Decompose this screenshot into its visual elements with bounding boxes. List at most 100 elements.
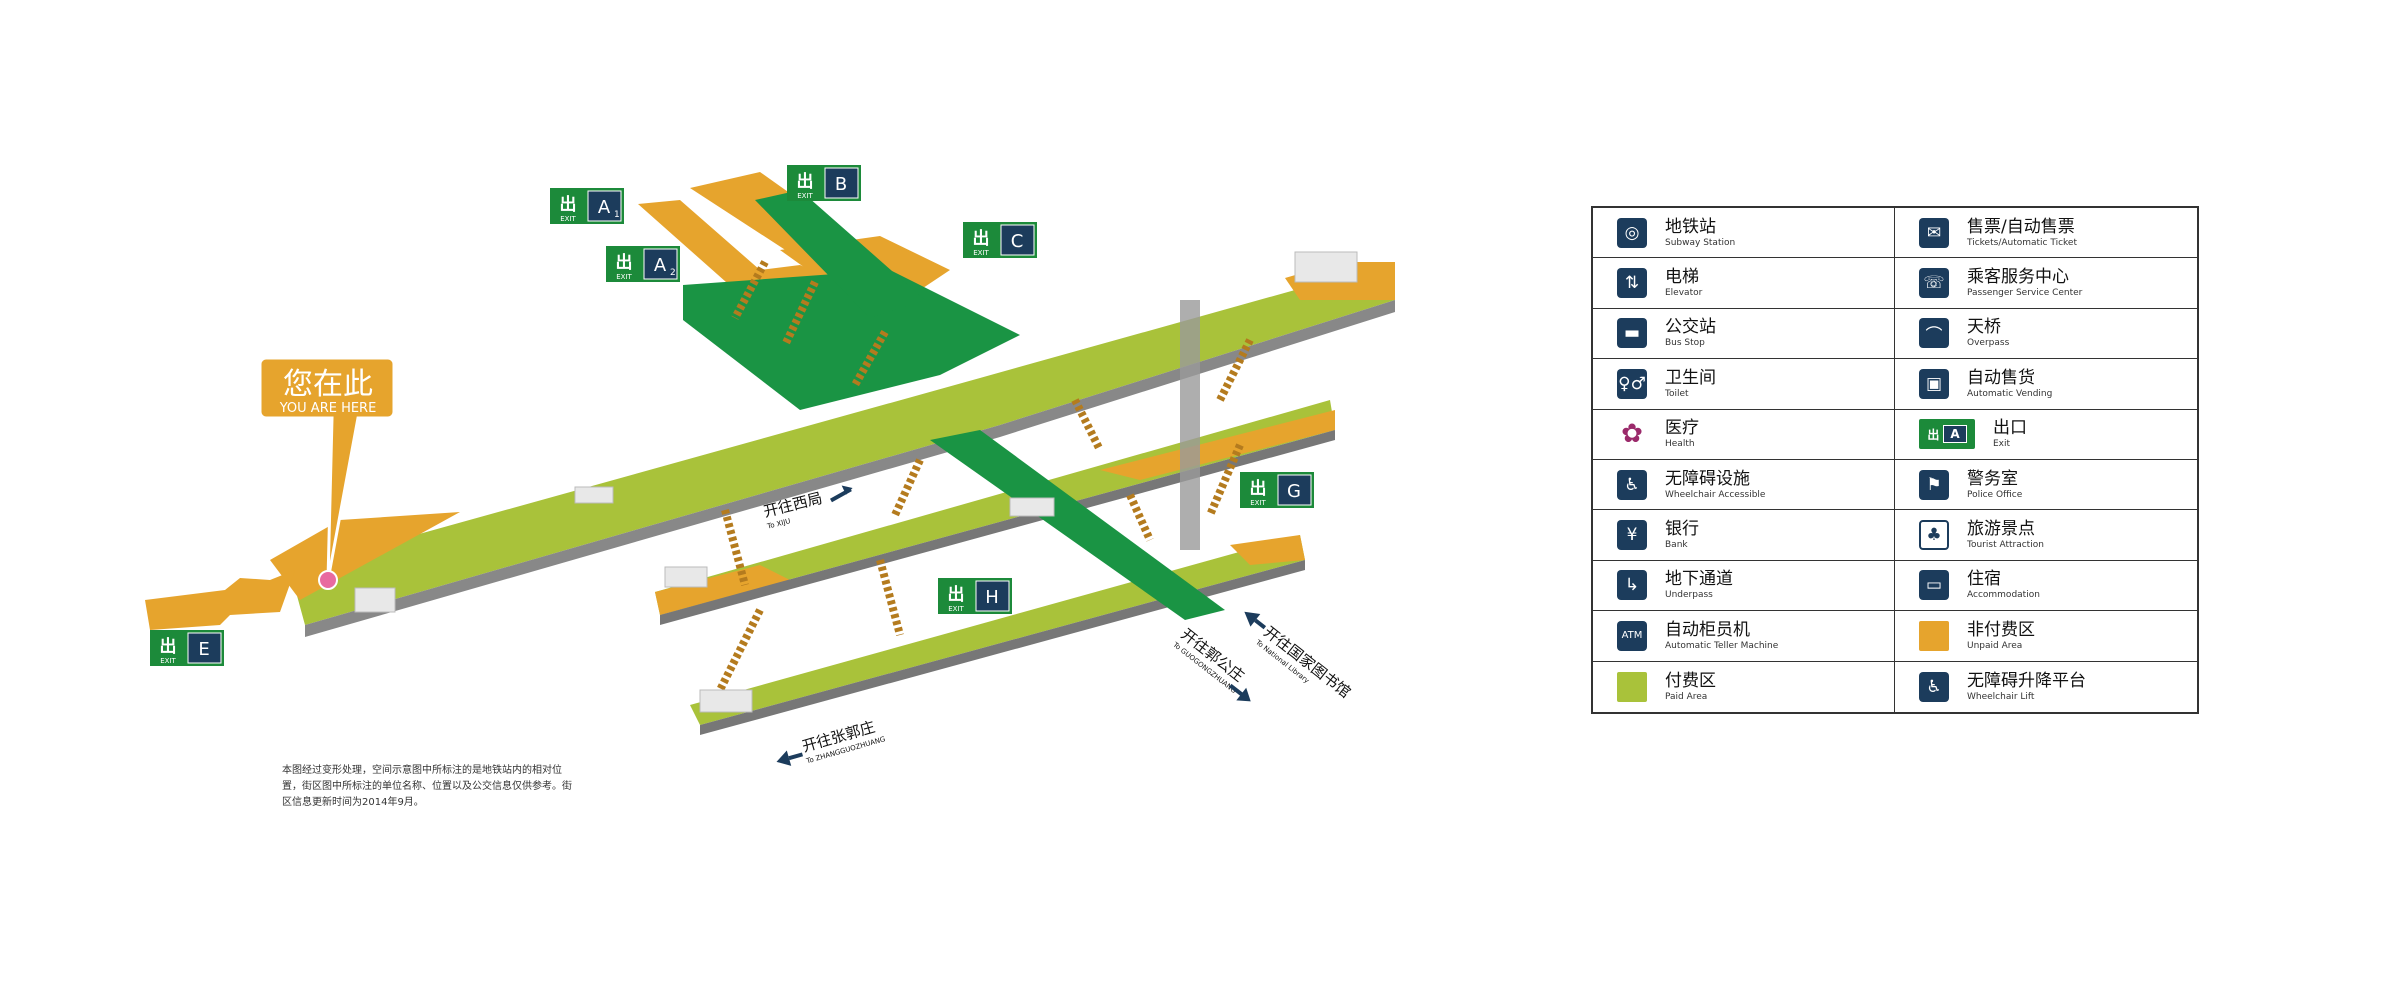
exit-letter: E (198, 639, 209, 660)
accommodation-icon: ▭ (1919, 570, 1949, 601)
exit-glyph: 出 (948, 584, 965, 605)
exit-letter: H (985, 587, 999, 608)
legend-label-en: Paid Area (1665, 691, 1708, 702)
ticket-icon: ✉ (1919, 217, 1949, 248)
legend-label-en: Police Office (1967, 489, 2023, 500)
legend-label-en: Tourist Attraction (1967, 540, 2044, 551)
legend-label-en: Underpass (1665, 590, 1713, 601)
exit-glyph: 出 (560, 194, 577, 215)
exit-letter-sub: 2 (670, 268, 676, 278)
legend-label-zh: 售票/自动售票 (1967, 216, 2075, 237)
legend-label-en: Elevator (1665, 288, 1703, 299)
exit-glyph: 出 (1250, 478, 1267, 499)
bank-icon: ¥ (1617, 520, 1647, 551)
exit-word: EXIT (160, 657, 176, 665)
legend-label-zh: 无障碍设施 (1665, 468, 1750, 489)
you-are-here-marker (318, 570, 338, 590)
exit-word: EXIT (560, 215, 576, 223)
underpass-icon: ↳ (1617, 570, 1647, 601)
legend-label-zh: 银行 (1665, 519, 1699, 540)
map-disclaimer: 本图经过变形处理，空间示意图中所标注的是地铁站内的相对位置，街区图中所标注的单位… (282, 765, 572, 808)
legend-label-zh: 住宿 (1967, 569, 2001, 590)
legend-label-zh: 医疗 (1665, 418, 1699, 439)
legend-label-zh: 旅游景点 (1967, 519, 2035, 540)
legend-label-en: Health (1665, 439, 1695, 450)
unpaid-area-swatch-icon (1919, 620, 1949, 651)
staircases (716, 260, 1254, 692)
wheelchair-icon: ♿ (1617, 469, 1647, 500)
direction-national-library-zh: 开往国家图书馆 (1260, 623, 1354, 702)
you-are-here-zh: 您在此 (283, 367, 373, 402)
exit-letter: G (1287, 481, 1301, 502)
exit-letter-sub: 1 (614, 210, 620, 220)
exit-glyph: 出 (616, 252, 633, 273)
legend-label-zh: 天桥 (1967, 317, 2001, 338)
legend-label-en: Overpass (1967, 338, 2010, 349)
you-are-here-en: YOU ARE HERE (279, 401, 377, 416)
legend-label-zh: 地铁站 (1665, 216, 1716, 237)
green-underpass (930, 430, 1225, 620)
legend-label-en: Automatic Teller Machine (1665, 640, 1779, 651)
exit-glyph: 出 (160, 636, 177, 657)
main-paid-concourse (145, 262, 1395, 637)
legend-label-en: Bus Stop (1665, 338, 1705, 349)
middle-platform (655, 400, 1335, 625)
elevator-icon: ⇅ (1617, 268, 1647, 299)
tourist-icon: ♣ (1919, 520, 1949, 551)
legend-label-en: Tickets/Automatic Ticket (1967, 237, 2077, 248)
legend-label-en: Wheelchair Lift (1967, 691, 2035, 702)
legend-label-en: Accommodation (1967, 590, 2040, 601)
legend-label-en: Exit (1993, 439, 2011, 450)
direction-guogongzhuang: 开往郭公庄 To GUOGONGZHUANG (1171, 625, 1251, 702)
exit-word: EXIT (797, 192, 813, 200)
upper-green-strip (755, 190, 925, 318)
legend-label-en: Wheelchair Accessible (1665, 489, 1766, 500)
legend-exit-letter: A (1943, 425, 1967, 444)
legend-label-zh: 非付费区 (1967, 619, 2035, 640)
police-icon: ⚑ (1919, 469, 1949, 500)
legend-label-zh: 自动柜员机 (1665, 619, 1750, 640)
upper-underpass-green (683, 270, 1020, 410)
exit-glyph: 出 (797, 171, 814, 192)
exit-letter: C (1011, 231, 1024, 252)
atm-icon: ATM (1617, 620, 1647, 651)
exit-glyph: 出 (973, 228, 990, 249)
legend-label-zh: 卫生间 (1665, 367, 1716, 388)
legend-label-en: Subway Station (1665, 237, 1736, 248)
legend-label-zh: 地下通道 (1665, 569, 1733, 590)
subway-station-icon: ◎ (1617, 217, 1647, 248)
exit-letter: A (598, 197, 611, 218)
exit-word: EXIT (948, 605, 964, 613)
health-icon: ✿ (1617, 419, 1647, 450)
legend-label-en: Passenger Service Center (1967, 288, 2083, 299)
legend-label-en: Bank (1665, 540, 1688, 551)
legend-label-zh: 公交站 (1665, 317, 1716, 338)
